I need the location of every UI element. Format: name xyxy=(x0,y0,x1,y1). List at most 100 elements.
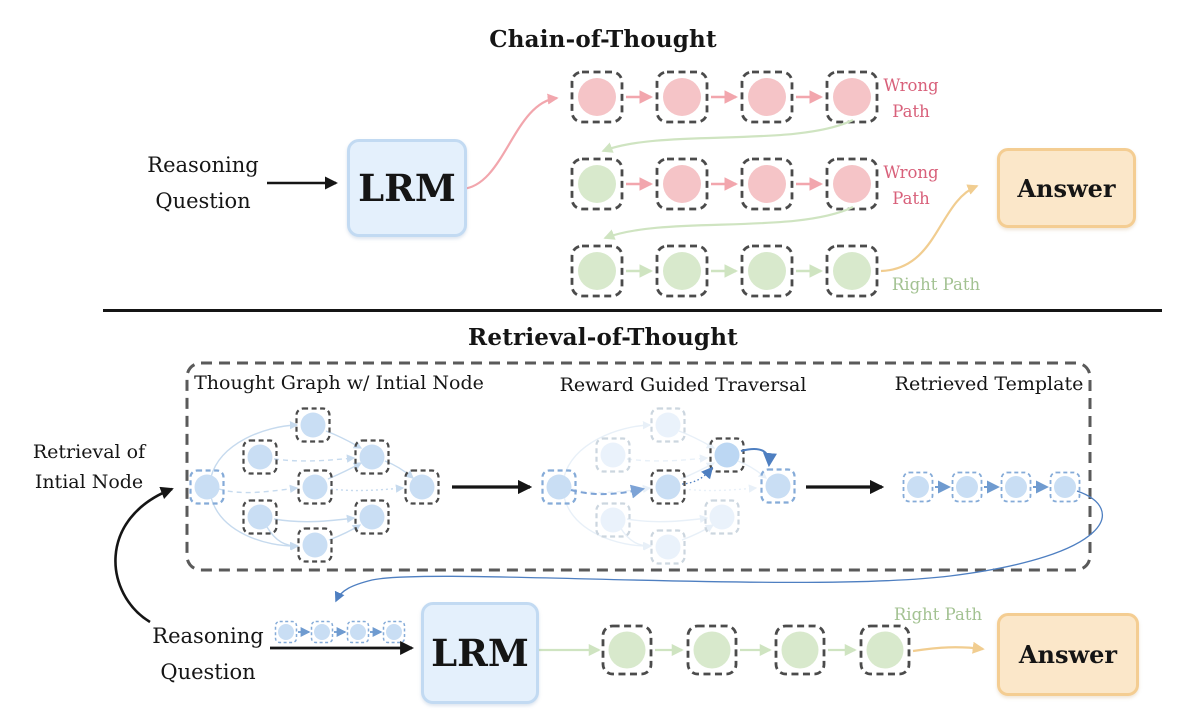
cot-node xyxy=(570,70,624,124)
template-to-input-curve xyxy=(334,490,1103,603)
lrm-to-row1-arrow xyxy=(461,93,559,191)
traversal-edge xyxy=(680,462,716,480)
traversal-node xyxy=(760,468,796,504)
cot-title: Chain-of-Thought xyxy=(489,26,717,53)
rot-input-line2: Question xyxy=(160,660,256,685)
graph-edge xyxy=(218,484,299,494)
cot-input-label: Reasoning Question xyxy=(130,147,276,219)
lrm-box-rot: LRM xyxy=(421,602,539,704)
right-path-label-cot: Right Path xyxy=(891,275,981,294)
graph-node xyxy=(297,527,333,563)
graph-node xyxy=(242,439,278,475)
traversal-edge xyxy=(678,430,716,449)
traversal-edge xyxy=(563,421,652,478)
traversal-step2-arrow xyxy=(681,466,714,485)
cot-node xyxy=(740,70,794,124)
template-node xyxy=(902,471,934,503)
right-path-label-rot: Right Path xyxy=(893,605,983,624)
wrong-path-label-1: Wrong Path xyxy=(883,76,939,121)
traversal-edge xyxy=(681,524,715,541)
rot-panel-outline xyxy=(185,361,1092,572)
traversal-node xyxy=(650,469,686,505)
graph-edge xyxy=(273,454,356,463)
graph-edge xyxy=(328,524,362,541)
traversal-edge xyxy=(571,484,652,494)
rot-chain-node xyxy=(686,624,738,676)
graph-edge xyxy=(266,526,299,551)
mini-template-chain xyxy=(274,620,406,644)
lrm-box-cot: LRM xyxy=(347,139,467,237)
traversal-edge xyxy=(619,526,652,551)
rot-chain-node xyxy=(859,624,911,676)
traversal-node xyxy=(541,469,577,505)
retrieval-label-line1: Retrieval of xyxy=(32,441,146,463)
cot-node xyxy=(825,244,879,298)
graph-edge xyxy=(210,496,300,551)
graph-edge xyxy=(273,514,356,524)
answer-box-rot: Answer xyxy=(997,613,1139,696)
mini-template-node xyxy=(310,620,334,644)
retrieval-curve-arrow xyxy=(114,486,174,624)
retrieved-template-chain xyxy=(902,471,1081,503)
graph-node xyxy=(297,469,333,505)
panel-title-thought-graph: Thought Graph w/ Intial Node xyxy=(194,372,484,394)
traversal-nodes xyxy=(541,407,796,565)
traversal-edge xyxy=(737,460,767,479)
row1-to-row2-arrow xyxy=(601,119,854,153)
rot-title: Retrieval-of-Thought xyxy=(468,324,738,351)
mini-template-node xyxy=(346,620,370,644)
cot-node xyxy=(740,157,794,211)
initial-node xyxy=(189,469,225,505)
traversal-edges xyxy=(563,421,767,551)
graph-node xyxy=(295,407,331,443)
rot-answer-chain xyxy=(536,624,911,676)
cot-node xyxy=(825,70,879,124)
cot-node xyxy=(740,244,794,298)
cot-input-line2: Question xyxy=(155,189,251,214)
retrieval-label-line2: Intial Node xyxy=(34,471,144,494)
panel-title-template: Retrieved Template xyxy=(894,373,1084,395)
graph-edge xyxy=(327,462,363,480)
cot-node xyxy=(655,157,709,211)
traversal-node-faded xyxy=(650,529,686,565)
graph-node xyxy=(242,499,278,535)
traversal-step1-arrow xyxy=(570,484,646,499)
cot-node xyxy=(825,157,879,211)
traversal-node xyxy=(709,437,745,473)
section-divider xyxy=(103,309,1162,312)
template-node xyxy=(1000,471,1032,503)
traversal-step3-arrow xyxy=(740,447,777,468)
traversal-node-faded xyxy=(595,502,631,538)
graph-node xyxy=(404,469,440,505)
mini-template-node xyxy=(274,620,298,644)
cot-node xyxy=(570,244,624,298)
rot-input-line1: Reasoning xyxy=(152,624,264,648)
graph-edge xyxy=(330,484,405,493)
traversal-node-faded xyxy=(650,407,686,443)
answer-box-cot: Answer xyxy=(997,148,1136,228)
cot-node xyxy=(655,244,709,298)
template-node xyxy=(951,471,983,503)
template-node xyxy=(1049,471,1081,503)
traversal-node-faded xyxy=(704,499,740,535)
row3-to-answer-arrow xyxy=(880,184,979,273)
cot-input-line1: Reasoning xyxy=(147,153,259,177)
traversal-node-faded xyxy=(595,437,631,473)
rot-chain-node xyxy=(774,624,826,676)
cot-rows xyxy=(570,70,879,298)
rot-input-label: Reasoning Question xyxy=(140,618,276,690)
chain-to-answer-arrow xyxy=(912,641,985,654)
traversal-edge xyxy=(563,496,653,551)
graph-edge xyxy=(325,430,363,449)
rot-chain-node xyxy=(601,624,653,676)
traversal-edge xyxy=(626,514,709,524)
retrieval-label: Retrieval of Intial Node xyxy=(22,437,156,498)
thought-graph-nodes xyxy=(189,407,440,563)
graph-node xyxy=(354,439,390,475)
cot-node xyxy=(655,70,709,124)
graph-edge xyxy=(210,421,299,478)
traversal-edge xyxy=(683,484,758,493)
cot-node xyxy=(570,157,624,211)
